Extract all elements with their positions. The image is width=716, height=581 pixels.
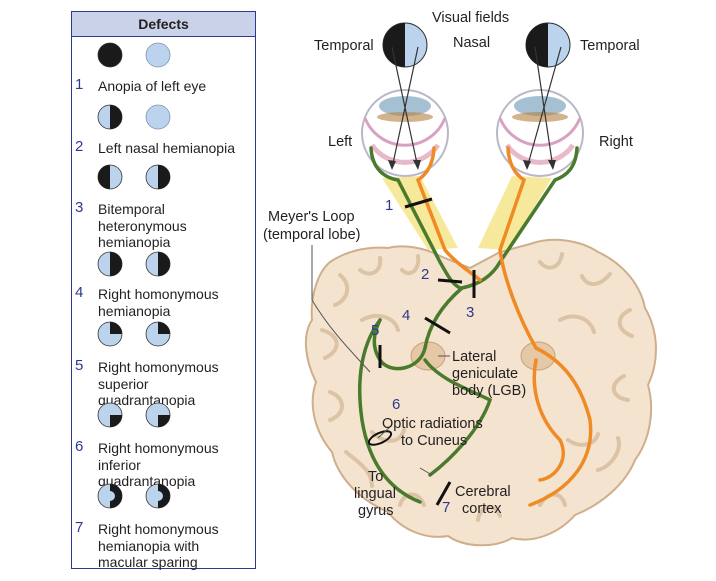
lesion-7 xyxy=(435,481,452,506)
right-optic-nerve xyxy=(478,176,552,250)
defect-number: 5 xyxy=(75,357,84,374)
defect-number: 4 xyxy=(75,284,84,301)
lesion-label-5: 5 xyxy=(371,322,379,339)
lgb-label-1: Lateral xyxy=(452,349,496,365)
to-label: To xyxy=(368,469,383,485)
defect-number: 6 xyxy=(75,438,84,455)
defect-6-fields xyxy=(96,401,186,429)
defect-4-fields xyxy=(96,250,186,278)
right-lgb xyxy=(520,341,556,371)
right-field-icon xyxy=(158,165,170,189)
cortex-label: cortex xyxy=(462,501,502,517)
left-visual-field xyxy=(382,22,428,68)
right-eye-label: Right xyxy=(599,134,633,150)
lgb-label-2: geniculate xyxy=(452,366,518,382)
lesion-label-4: 4 xyxy=(402,307,410,324)
defect-number: 3 xyxy=(75,199,84,216)
gyrus-label: gyrus xyxy=(358,503,393,519)
orange-pathway xyxy=(415,146,593,507)
defect-number: 2 xyxy=(75,138,84,155)
defect-label: Left nasal hemianopia xyxy=(98,140,235,156)
right-field-icon xyxy=(158,415,170,427)
lesion-6 xyxy=(367,430,393,446)
left-field-icon xyxy=(97,42,123,68)
left-eye-label: Left xyxy=(328,134,352,150)
defect-5-fields xyxy=(96,320,186,348)
left-field-icon xyxy=(98,165,110,189)
visual-fields-label: Visual fields xyxy=(432,10,509,26)
lesion-label-7: 7 xyxy=(442,499,450,516)
ray-arrowheads xyxy=(388,160,556,170)
defects-title: Defects xyxy=(72,12,255,37)
meyers-loop-label: Meyer's Loop xyxy=(268,209,355,225)
lgb-label-3: body (LGB) xyxy=(452,383,526,399)
lesion-4 xyxy=(424,316,451,335)
defect-label: Anopia of left eye xyxy=(98,78,207,94)
optic-radiations-label: Optic radiations xyxy=(382,416,483,432)
temporal-lobe-label: (temporal lobe) xyxy=(263,227,361,243)
cerebral-label: Cerebral xyxy=(455,484,511,500)
cuneus-label: to Cuneus xyxy=(401,433,467,449)
defect-2-fields xyxy=(96,103,186,131)
defect-label: Right homonymous superior quadrantanopia xyxy=(98,359,219,408)
lingual-label: lingual xyxy=(354,486,396,502)
right-field-icon xyxy=(158,484,170,508)
lesion-label-2: 2 xyxy=(421,266,429,283)
lesion-label-1: 1 xyxy=(385,197,393,214)
right-visual-field xyxy=(525,22,571,68)
left-field-icon xyxy=(110,415,122,427)
lesion-1 xyxy=(404,197,433,209)
defect-number: 1 xyxy=(75,76,84,93)
defect-label: Right homonymous inferior quadrantanopia xyxy=(98,440,219,489)
defect-label: Bitemporal heteronymous hemianopia xyxy=(98,201,187,250)
right-field-icon xyxy=(158,322,170,334)
nasal-label: Nasal xyxy=(453,35,490,51)
defect-number: 7 xyxy=(75,519,84,536)
lesion-label-6: 6 xyxy=(392,396,400,413)
defect-label: Right homonymous hemianopia xyxy=(98,286,219,319)
light-rays xyxy=(391,46,562,169)
right-eye xyxy=(496,89,584,177)
left-field-icon xyxy=(110,252,122,276)
left-field-icon xyxy=(110,484,122,508)
defects-panel: Defects 1 Anopia of left eye 2 Left nasa… xyxy=(71,11,256,570)
defect-7-fields xyxy=(96,482,186,510)
lesion-2 xyxy=(437,278,463,284)
right-field-icon xyxy=(158,252,170,276)
right-field-icon xyxy=(145,104,171,130)
temporal-right-label: Temporal xyxy=(580,38,640,54)
green-pathway xyxy=(358,146,579,504)
defect-label: Right homonymous hemianopia with macular… xyxy=(98,521,219,570)
brain-section xyxy=(304,238,657,547)
left-field-icon xyxy=(110,105,122,129)
defect-1-fields xyxy=(96,41,186,69)
leader-lines xyxy=(311,245,450,476)
lesion-markers xyxy=(378,197,476,506)
lesion-label-3: 3 xyxy=(466,304,474,321)
defect-3-fields xyxy=(96,163,186,191)
temporal-left-label: Temporal xyxy=(314,38,374,54)
left-field-icon xyxy=(110,322,122,334)
right-field-icon xyxy=(145,42,171,68)
